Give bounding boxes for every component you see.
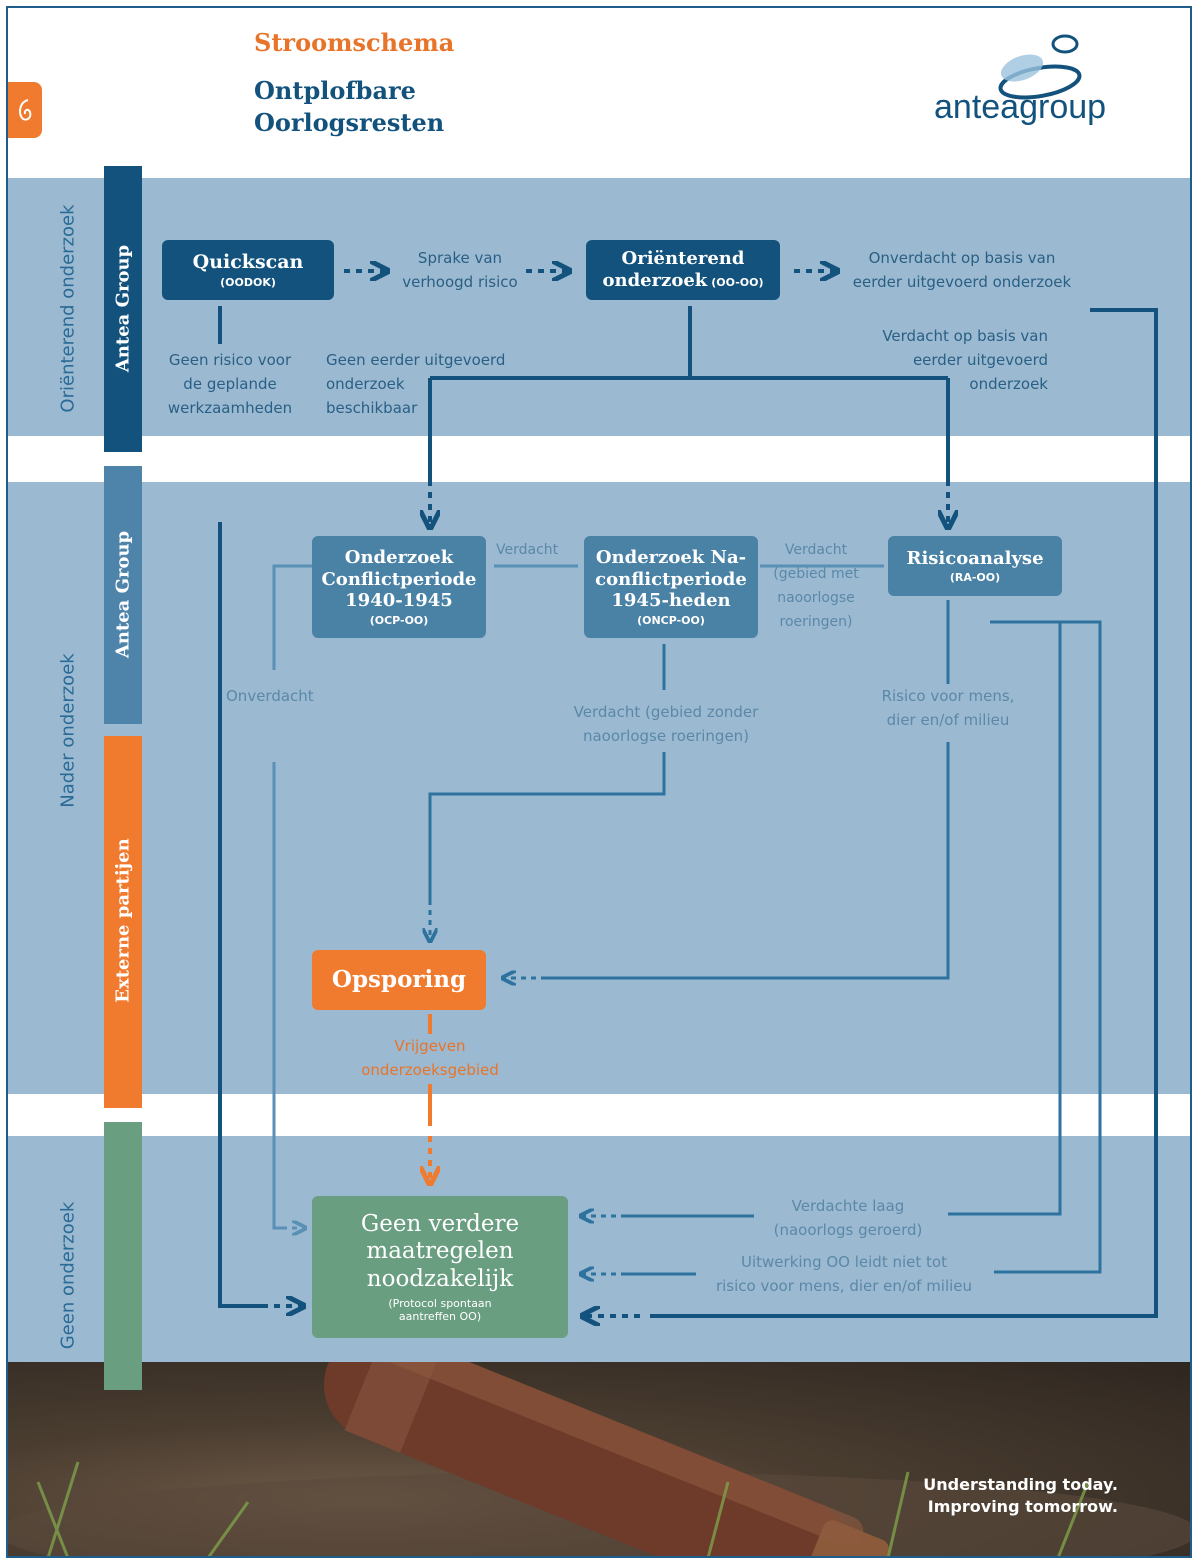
box-geen-title2: maatregelen [366, 1238, 514, 1265]
label-risico-mens-line2: dier en/of milieu [886, 711, 1010, 729]
box-ocp: Onderzoek Conflictperiode 1940-1945 (OCP… [312, 536, 486, 638]
box-oncp-title2: conflictperiode [595, 568, 747, 590]
label-verdachte-laag-line2: (naoorlogs geroerd) [773, 1221, 923, 1239]
label-verdacht-basis-line1: Verdacht op basis van [882, 327, 1048, 345]
label-verdacht-basis: Verdacht op basis van eerder uitgevoerd … [852, 324, 1048, 396]
box-opsporing: Opsporing [312, 950, 486, 1010]
box-ocp-title3: 1940-1945 [345, 590, 453, 612]
band-orienterend [8, 178, 1191, 436]
label-onverdacht-basis-line1: Onverdacht op basis van [868, 249, 1056, 267]
label-verdacht-gebied-met-line3: naoorlogse [777, 590, 855, 606]
box-geen-sub1: (Protocol spontaan [388, 1297, 492, 1311]
box-geen-title3: noodzakelijk [366, 1265, 514, 1292]
label-verdacht-zonder: Verdacht (gebied zonder naoorlogse roeri… [546, 700, 786, 748]
box-orienterend: Oriënterend onderzoek (OO-OO) [586, 240, 780, 300]
label-vrijgeven-line1: Vrijgeven [394, 1037, 466, 1055]
label-risico-mens-line1: Risico voor mens, [881, 687, 1015, 705]
box-ocp-sub: (OCP-OO) [369, 613, 429, 627]
box-geen-sub2: aantreffen OO) [398, 1310, 482, 1324]
label-geen-risico-line3: werkzaamheden [167, 399, 293, 417]
label-vrijgeven: Vrijgeven onderzoeksgebied [340, 1034, 520, 1082]
tagline-line2: Improving tomorrow. [928, 1497, 1118, 1516]
box-risicoanalyse-title: Risicoanalyse [906, 547, 1044, 569]
label-sprake-line2: verhoogd risico [402, 273, 518, 291]
page-frame [6, 6, 1192, 1558]
box-geen-title1: Geen verdere [360, 1210, 520, 1237]
box-orienterend-title2: onderzoek [602, 270, 708, 291]
label-risico-mens: Risico voor mens, dier en/of milieu [860, 684, 1036, 732]
label-geen-risico: Geen risico voor de geplande werkzaamhed… [156, 348, 304, 420]
label-geen-eerder: Geen eerder uitgevoerd onderzoek beschik… [326, 348, 546, 420]
sidebar-geen [104, 1122, 142, 1390]
photo-ordnance: Understanding today. Improving tomorrow. [8, 1362, 1191, 1558]
label-verdachte-laag-line1: Verdachte laag [791, 1197, 905, 1215]
box-oncp-sub: (ONCP-OO) [637, 613, 705, 627]
page-subtitle-line1: Ontplofbare [254, 76, 416, 105]
label-verdacht-basis-line2: eerder uitgevoerd [912, 351, 1048, 369]
box-orienterend-title1: Oriënterend [621, 248, 745, 270]
label-geen-risico-line1: Geen risico voor [168, 351, 292, 369]
box-quickscan-title: Quickscan [192, 251, 304, 274]
label-uitwerking: Uitwerking OO leidt niet tot risico voor… [696, 1250, 992, 1298]
label-onverdacht-basis-line2: eerder uitgevoerd onderzoek [852, 273, 1072, 291]
tagline-line1: Understanding today. [923, 1475, 1118, 1494]
label-sprake: Sprake van verhoogd risico [396, 246, 524, 294]
label-onverdacht: Onverdacht [226, 687, 314, 705]
sidebar-antea-2: Antea Group [104, 466, 142, 724]
label-verdacht-basis-line3: onderzoek [969, 375, 1048, 393]
box-oncp: Onderzoek Na- conflictperiode 1945-heden… [584, 536, 758, 638]
label-verdacht-gebied-met-line1: Verdacht [784, 542, 848, 558]
logo-text: anteagroup [934, 88, 1107, 126]
label-uitwerking-line2: risico voor mens, dier en/of milieu [715, 1277, 973, 1295]
label-verdacht-gebied-met-line2: (gebied met [773, 566, 859, 582]
box-risicoanalyse-sub: (RA-OO) [949, 571, 1001, 585]
page-subtitle-line2: Oorlogsresten [254, 108, 445, 137]
logo: anteagroup [930, 30, 1130, 140]
box-oncp-title1: Onderzoek Na- [595, 547, 747, 569]
box-quickscan: Quickscan (OODOK) [162, 240, 334, 300]
label-verdacht-gebied-met-line4: roeringen) [779, 614, 853, 630]
box-risicoanalyse: Risicoanalyse (RA-OO) [888, 536, 1062, 596]
box-orienterend-sub: (OO-OO) [711, 276, 764, 289]
page-title: Stroomschema [254, 28, 455, 57]
label-onverdacht-basis: Onverdacht op basis van eerder uitgevoer… [842, 246, 1082, 294]
label-uitwerking-line1: Uitwerking OO leidt niet tot [741, 1253, 947, 1271]
box-oncp-title3: 1945-heden [611, 590, 731, 612]
box-opsporing-title: Opsporing [331, 966, 467, 994]
sidebar-antea-1: Antea Group [104, 166, 142, 452]
label-sprake-line1: Sprake van [417, 249, 503, 267]
label-vrijgeven-line2: onderzoeksgebied [361, 1061, 499, 1079]
label-geen-risico-line2: de geplande [183, 375, 277, 393]
label-verdacht-zonder-line2: naoorlogse roeringen) [582, 727, 750, 745]
label-verdachte-laag: Verdachte laag (naoorlogs geroerd) [750, 1194, 946, 1242]
box-ocp-title1: Onderzoek [344, 547, 454, 569]
sidebar-extern: Externe partijen [104, 736, 142, 1108]
logo-icon [998, 34, 1082, 100]
label-verdacht-zonder-line1: Verdacht (gebied zonder [573, 703, 759, 721]
label-geen-eerder-line2: onderzoek [326, 375, 405, 393]
label-verdacht-gebied-met: Verdacht (gebied met naoorlogse roeringe… [764, 538, 868, 634]
box-quickscan-sub: (OODOK) [220, 275, 276, 289]
box-geen-verdere: Geen verdere maatregelen noodzakelijk (P… [312, 1196, 568, 1338]
box-ocp-title2: Conflictperiode [321, 568, 477, 590]
label-verdacht-ocp-oncp: Verdacht [496, 542, 559, 558]
label-geen-eerder-line1: Geen eerder uitgevoerd [326, 351, 506, 369]
label-geen-eerder-line3: beschikbaar [326, 399, 418, 417]
orange-tab [8, 82, 42, 138]
